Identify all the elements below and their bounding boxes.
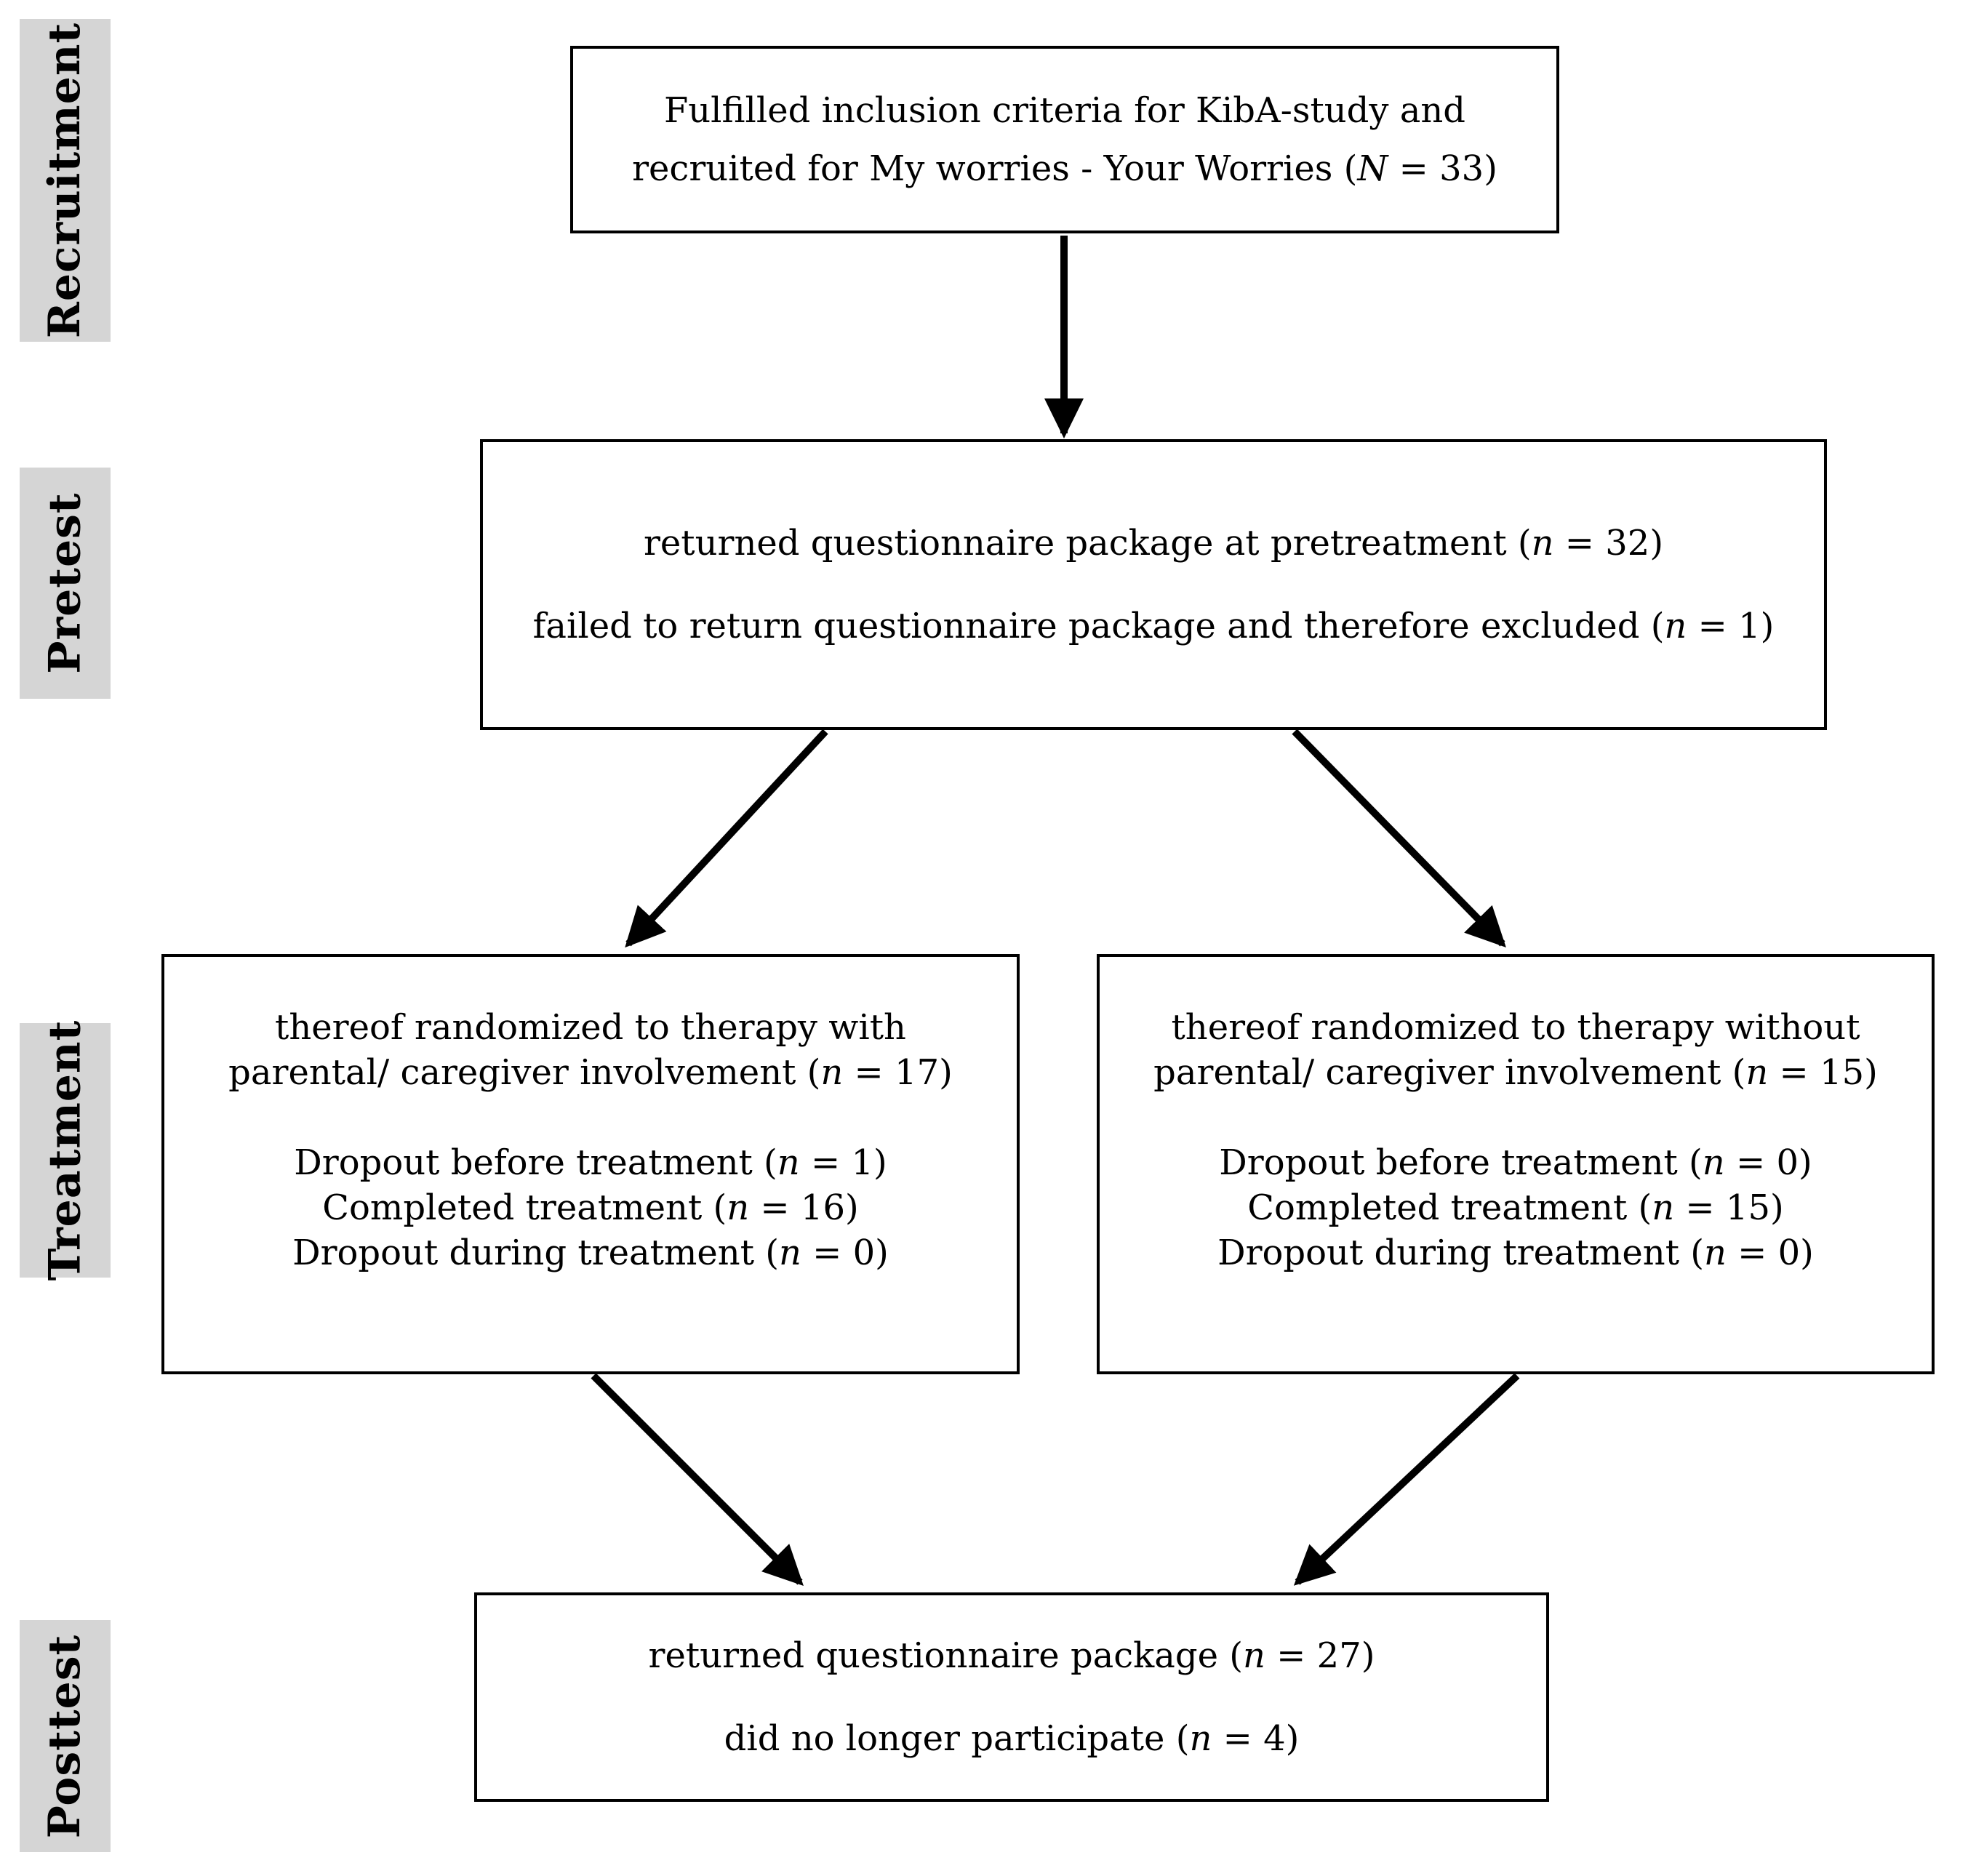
- text-segment: returned questionnaire package at pretre…: [643, 523, 1532, 564]
- box-recruitment: Fulfilled inclusion criteria for KibA-st…: [570, 46, 1559, 233]
- stage-label-text: Posttest: [39, 1634, 91, 1838]
- arrow-pretest-to-treatment-with: [625, 729, 828, 948]
- text-segment: = 0): [1726, 1232, 1814, 1273]
- treatment-with-stat-2: Completed treatment (n = 16): [164, 1185, 1017, 1230]
- stat-variable: n: [820, 1052, 844, 1093]
- posttest-line-2: did no longer participate (n = 4): [477, 1717, 1546, 1760]
- text-segment: Dropout during treatment (: [292, 1232, 779, 1273]
- stat-variable: n: [1745, 1052, 1769, 1093]
- text-segment: did no longer participate (: [724, 1718, 1190, 1759]
- recruitment-line-1: Fulfilled inclusion criteria for KibA-st…: [573, 81, 1556, 140]
- text-segment: Fulfilled inclusion criteria for KibA-st…: [663, 90, 1466, 131]
- treatment-without-header-1: thereof randomized to therapy without: [1100, 1005, 1932, 1050]
- text-segment: returned questionnaire package (: [648, 1635, 1243, 1676]
- stat-variable: n: [727, 1187, 750, 1228]
- text-segment: parental/ caregiver involvement (: [1153, 1052, 1746, 1093]
- stat-variable: n: [1652, 1187, 1675, 1228]
- treatment-without-stat-3: Dropout during treatment (n = 0): [1100, 1230, 1932, 1275]
- stat-variable: n: [1531, 523, 1554, 564]
- text-segment: = 33): [1388, 148, 1497, 189]
- text-segment: = 27): [1265, 1635, 1375, 1676]
- text-segment: = 15): [1768, 1052, 1878, 1093]
- stage-label-treatment: Treatment: [20, 1019, 111, 1281]
- treatment-without-stat-2: Completed treatment (n = 15): [1100, 1185, 1932, 1230]
- text-segment: Completed treatment (: [322, 1187, 727, 1228]
- text-segment: Completed treatment (: [1247, 1187, 1652, 1228]
- stat-variable: n: [778, 1232, 801, 1273]
- text-segment: = 1): [799, 1142, 887, 1183]
- text-segment: = 15): [1674, 1187, 1784, 1228]
- pretest-line-1: returned questionnaire package at pretre…: [483, 522, 1824, 564]
- text-segment: failed to return questionnaire package a…: [532, 606, 1665, 646]
- stage-label-pretest: Pretest: [20, 468, 111, 699]
- box-pretest: returned questionnaire package at pretre…: [480, 439, 1827, 730]
- text-segment: = 0): [1724, 1142, 1812, 1183]
- text-segment: Dropout before treatment (: [1219, 1142, 1703, 1183]
- stat-variable: n: [777, 1142, 800, 1183]
- treatment-with-header-2: parental/ caregiver involvement (n = 17): [164, 1050, 1017, 1095]
- text-segment: = 4): [1212, 1718, 1300, 1759]
- box-treatment-without-involvement: thereof randomized to therapy without pa…: [1097, 954, 1935, 1374]
- text-segment: = 1): [1687, 606, 1775, 646]
- text-segment: Dropout before treatment (: [294, 1142, 777, 1183]
- stat-variable: N: [1357, 148, 1388, 189]
- stat-variable: n: [1189, 1718, 1212, 1759]
- treatment-with-stat-1: Dropout before treatment (n = 1): [164, 1140, 1017, 1185]
- blank-line: [1100, 1095, 1932, 1140]
- stat-variable: n: [1664, 606, 1687, 646]
- treatment-without-stat-1: Dropout before treatment (n = 0): [1100, 1140, 1932, 1185]
- arrow-treatment-without-to-posttest: [1293, 1373, 1520, 1586]
- text-segment: = 0): [801, 1232, 889, 1273]
- stat-variable: n: [1702, 1142, 1725, 1183]
- box-posttest: returned questionnaire package (n = 27) …: [474, 1592, 1549, 1802]
- blank-line: [164, 1095, 1017, 1140]
- arrow-pretest-to-treatment-without: [1292, 729, 1506, 948]
- stage-label-text: Recruitment: [39, 22, 91, 339]
- treatment-with-stat-3: Dropout during treatment (n = 0): [164, 1230, 1017, 1275]
- text-segment: = 16): [749, 1187, 859, 1228]
- text-segment: parental/ caregiver involvement (: [228, 1052, 821, 1093]
- text-segment: thereof randomized to therapy without: [1171, 1007, 1860, 1048]
- treatment-without-header-2: parental/ caregiver involvement (n = 15): [1100, 1050, 1932, 1095]
- box-treatment-with-involvement: thereof randomized to therapy with paren…: [161, 954, 1020, 1374]
- text-segment: = 32): [1553, 523, 1664, 564]
- pretest-line-2: failed to return questionnaire package a…: [483, 605, 1824, 647]
- text-segment: thereof randomized to therapy with: [275, 1007, 906, 1048]
- stage-label-text: Treatment: [39, 1019, 91, 1281]
- stat-variable: n: [1243, 1635, 1265, 1676]
- stat-variable: n: [1703, 1232, 1727, 1273]
- text-segment: Dropout during treatment (: [1217, 1232, 1704, 1273]
- text-segment: = 17): [843, 1052, 953, 1093]
- text-segment: recruited for My worries - Your Worries …: [632, 148, 1358, 189]
- arrow-treatment-with-to-posttest: [591, 1373, 804, 1586]
- stage-label-posttest: Posttest: [20, 1620, 111, 1852]
- stage-label-recruitment: Recruitment: [20, 19, 111, 342]
- posttest-line-1: returned questionnaire package (n = 27): [477, 1635, 1546, 1677]
- stage-label-text: Pretest: [39, 492, 91, 674]
- treatment-with-header-1: thereof randomized to therapy with: [164, 1005, 1017, 1050]
- recruitment-line-2: recruited for My worries - Your Worries …: [573, 140, 1556, 198]
